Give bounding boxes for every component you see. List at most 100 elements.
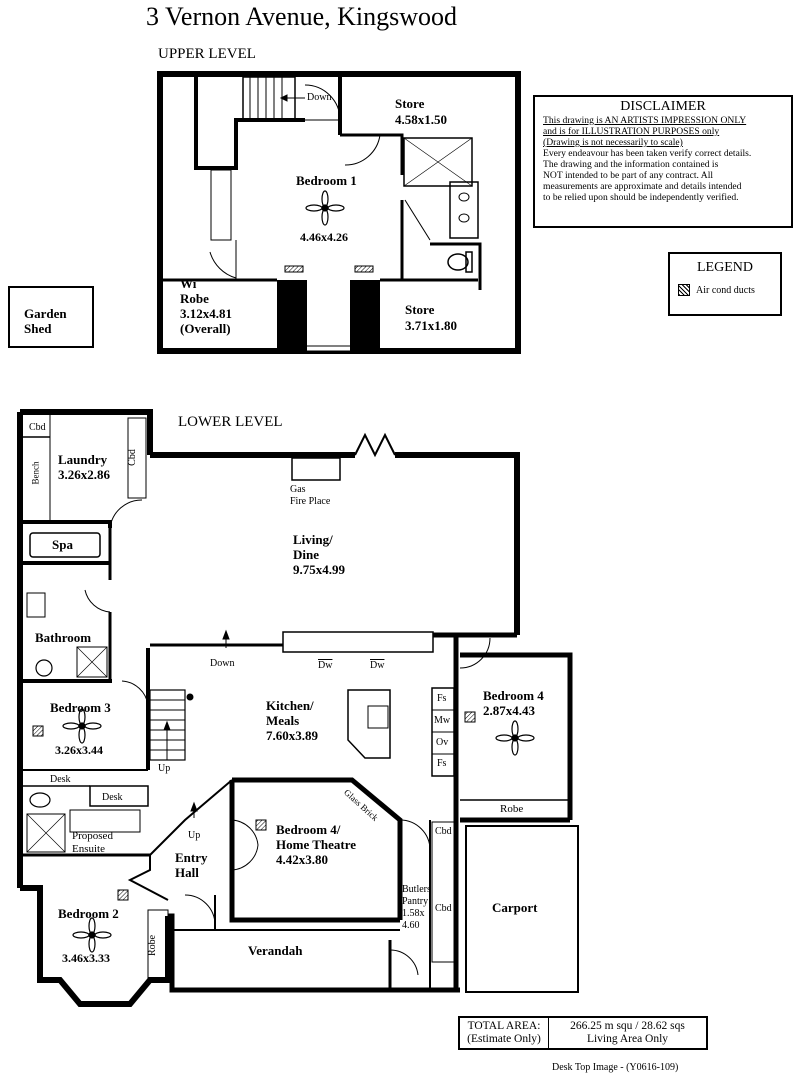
store1-dim: 4.58x1.50: [395, 112, 447, 127]
store1-name: Store: [395, 96, 425, 111]
legend-item: Air cond ducts: [678, 284, 772, 296]
disclaimer-line: This drawing is AN ARTISTS IMPRESSION ON…: [543, 115, 747, 126]
disclaimer-line: Every endeavour has been taken verify co…: [543, 148, 752, 159]
proposed-line1: Proposed: [72, 830, 113, 842]
living-line1: Living/: [293, 532, 333, 547]
theatre-dim: 4.42x3.80: [276, 852, 328, 867]
legend-item-label: Air cond ducts: [696, 284, 755, 296]
wirobe-line2: Robe: [180, 291, 209, 306]
bedroom1-name: Bedroom 1: [296, 173, 357, 188]
wirobe-line1: Wi: [180, 276, 197, 291]
garden-shed-line1: Garden: [24, 306, 67, 321]
bathroom-label: Bathroom: [35, 630, 92, 645]
wirobe-note: (Overall): [180, 321, 231, 336]
living-label: Living/ Dine 9.75x4.99: [293, 532, 345, 577]
footer-credit: Desk Top Image - (Y0616-109): [552, 1062, 679, 1073]
bench-label: Bench: [30, 461, 41, 485]
bed2-name: Bedroom 2: [58, 906, 119, 921]
up-label-stairs: Up: [158, 763, 171, 774]
wirobe-label: Wi Robe 3.12x4.81 (Overall): [180, 276, 232, 336]
total-area-label: TOTAL AREA: (Estimate Only): [460, 1018, 549, 1048]
fs-label-2: Fs: [437, 758, 447, 769]
laundry-name: Laundry: [58, 452, 108, 467]
store2-name: Store: [405, 302, 435, 317]
butlers-label: Butlers Pantry 1.58x 4.60: [402, 884, 431, 932]
living-line2: Dine: [293, 547, 319, 562]
theatre-line1: Bedroom 4/: [276, 822, 341, 837]
total-area-value: 266.25 m squ / 28.62 sqs Living Area Onl…: [549, 1018, 706, 1048]
down-label-upper: Down: [307, 92, 332, 103]
store2-dim: 3.71x1.80: [405, 318, 457, 333]
laundry-label: Laundry 3.26x2.86: [58, 452, 110, 482]
kitchen-label: Kitchen/ Meals 7.60x3.89: [266, 698, 318, 743]
total-area-value1: 266.25 m squ / 28.62 sqs: [570, 1020, 685, 1032]
garden-shed-line2: Shed: [24, 321, 52, 336]
robe-label-bed4: Robe: [500, 803, 524, 815]
page-title: 3 Vernon Avenue, Kingswood: [146, 2, 458, 31]
disclaimer-line: (Drawing is not necessarily to scale): [543, 137, 683, 148]
ov-label: Ov: [436, 737, 449, 748]
wirobe-dim: 3.12x4.81: [180, 306, 232, 321]
legend-box: LEGEND Air cond ducts: [668, 252, 782, 316]
desk-label-2: Desk: [102, 792, 123, 803]
kitchen-line1: Kitchen/: [266, 698, 314, 713]
total-area-value2: Living Area Only: [586, 1033, 669, 1045]
bed4-dim: 2.87x4.43: [483, 703, 535, 718]
verandah-label: Verandah: [248, 943, 303, 958]
disclaimer-line: The drawing and the information containe…: [543, 159, 719, 170]
theatre-line2: Home Theatre: [276, 837, 357, 852]
kitchen-dim: 7.60x3.89: [266, 728, 318, 743]
entry-line2: Hall: [175, 865, 199, 880]
theatre-label: Bedroom 4/ Home Theatre 4.42x3.80: [276, 822, 356, 867]
mw-label: Mw: [434, 715, 451, 726]
laundry-dim: 3.26x2.86: [58, 467, 110, 482]
bedroom1-dim: 4.46x4.26: [300, 230, 348, 244]
store1-label: Store 4.58x1.50: [395, 96, 447, 128]
disclaimer-line: NOT intended to be part of any contract.…: [543, 170, 714, 181]
butlers-line2: Pantry: [402, 896, 429, 907]
disclaimer-line: measurements are approximate and details…: [543, 181, 742, 192]
living-dim: 9.75x4.99: [293, 562, 345, 577]
down-label-lower: Down: [210, 658, 235, 669]
dw-label-2: Dw: [370, 660, 385, 671]
legend-heading: LEGEND: [697, 260, 753, 275]
kitchen-line2: Meals: [266, 713, 300, 728]
disclaimer-heading: DISCLAIMER: [620, 99, 706, 114]
total-area-label2: (Estimate Only): [467, 1033, 541, 1045]
air-duct-swatch-icon: [678, 284, 690, 296]
gas-line1: Gas: [290, 484, 306, 495]
proposed-ensuite-label: Proposed Ensuite: [72, 830, 113, 856]
up-label-entry: Up: [188, 830, 201, 841]
cbd-label-laundry: Cbd: [29, 422, 46, 433]
butlers-line3: 1.58x: [402, 908, 425, 919]
carport-label: Carport: [492, 900, 538, 915]
dw-label-1: Dw: [318, 660, 333, 671]
upper-level-heading: UPPER LEVEL: [158, 46, 256, 62]
entry-line1: Entry: [175, 850, 208, 865]
bed4-name: Bedroom 4: [483, 688, 544, 703]
bed3-dim: 3.26x3.44: [55, 743, 103, 757]
desk-label-1: Desk: [50, 774, 71, 785]
entry-hall-label: Entry Hall: [175, 850, 208, 880]
cbd-label-pantry-2: Cbd: [435, 903, 452, 914]
disclaimer-box: DISCLAIMER This drawing is AN ARTISTS IM…: [533, 95, 793, 228]
butlers-line1: Butlers: [402, 884, 431, 895]
cbd-label-laundry-side: Cbd: [126, 449, 138, 466]
bed2-dim: 3.46x3.33: [62, 951, 110, 965]
cbd-label-pantry-1: Cbd: [435, 826, 452, 837]
total-area-box: TOTAL AREA: (Estimate Only) 266.25 m squ…: [458, 1016, 708, 1050]
bed4-label: Bedroom 4 2.87x4.43: [483, 688, 544, 718]
fs-label-1: Fs: [437, 693, 447, 704]
gas-label: Gas Fire Place: [290, 484, 330, 508]
disclaimer-line: and is for ILLUSTRATION PURPOSES only: [543, 126, 720, 137]
lower-level-heading: LOWER LEVEL: [178, 414, 283, 430]
total-area-label1: TOTAL AREA:: [467, 1020, 541, 1032]
lower-level-plan: [17, 409, 579, 1007]
gas-line2: Fire Place: [290, 496, 331, 507]
bed3-name: Bedroom 3: [50, 700, 111, 715]
store2-label: Store 3.71x1.80: [405, 302, 457, 334]
upper-level-plan: [157, 71, 521, 354]
butlers-line4: 4.60: [402, 920, 420, 931]
robe-label-bed2: Robe: [147, 934, 159, 957]
